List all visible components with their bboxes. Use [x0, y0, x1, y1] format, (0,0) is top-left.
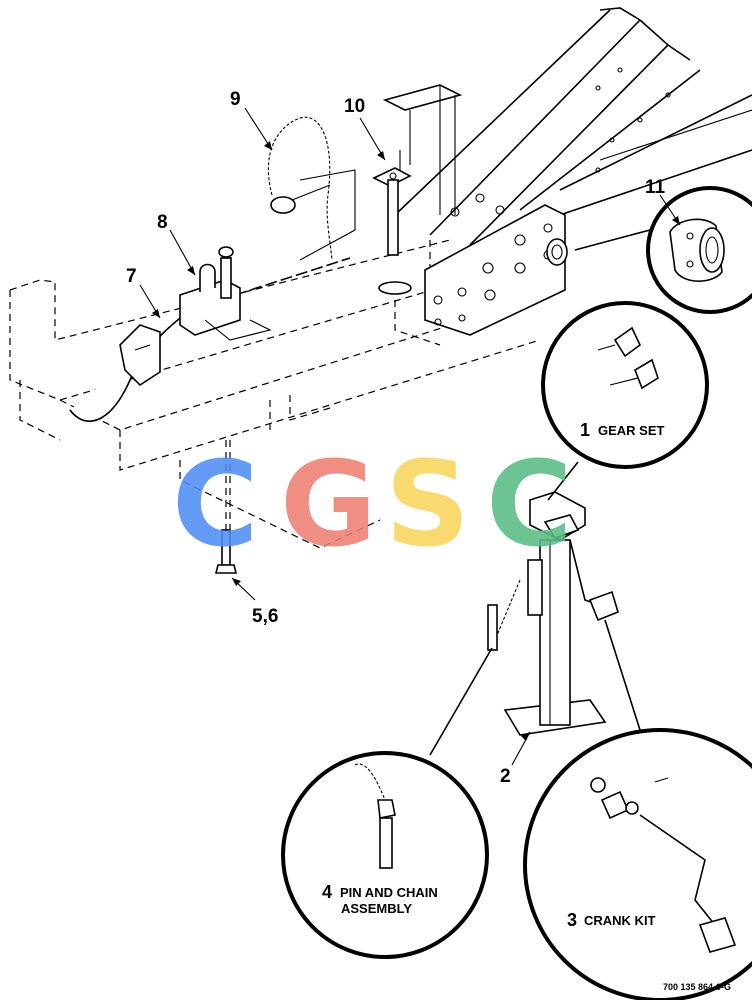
- watermark-letter: S: [385, 435, 470, 573]
- callout-1: 1: [580, 420, 590, 440]
- detail-sleeve: [574, 186, 752, 314]
- callout-7: 7: [126, 266, 137, 287]
- bolt: [214, 440, 238, 574]
- label-pin-chain-line1: PIN AND CHAIN: [340, 885, 438, 900]
- coupler-plate: [424, 193, 568, 336]
- detail-gear-set: [541, 301, 709, 501]
- leader-arrows: [139, 107, 681, 766]
- callout-3: 3: [567, 910, 577, 930]
- watermark-letter: C: [486, 435, 573, 573]
- detail-pin-chain: [281, 647, 493, 959]
- watermark-letter: C: [172, 435, 259, 573]
- drawing-code: 700 135 864-0-G: [663, 982, 731, 992]
- watermark-letter: G: [280, 435, 377, 573]
- watermark-logo: C G S C: [172, 435, 573, 573]
- callout-9: 9: [230, 89, 241, 110]
- callout-4: 4: [322, 882, 332, 902]
- detail-crank-kit: [523, 619, 752, 1000]
- callout-11: 11: [645, 177, 666, 198]
- lanyard-chain: [267, 116, 356, 261]
- callout-5-6: 5,6: [252, 606, 278, 627]
- label-gear-set: GEAR SET: [598, 423, 665, 438]
- callout-8: 8: [157, 212, 168, 233]
- label-crank-kit: CRANK KIT: [584, 913, 656, 928]
- chain-clamp: [179, 246, 272, 341]
- safety-chain: [69, 257, 351, 422]
- lock-pin: [372, 84, 463, 295]
- callout-2: 2: [500, 766, 511, 787]
- tongue-jack: [487, 491, 619, 736]
- label-pin-chain-line2: ASSEMBLY: [341, 901, 412, 916]
- callout-10: 10: [344, 96, 365, 117]
